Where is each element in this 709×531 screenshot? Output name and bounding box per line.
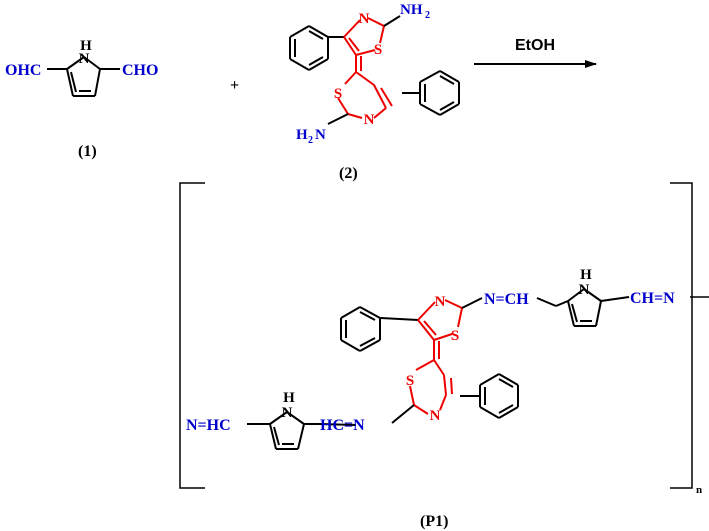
product-right-pyrrole-h: H [580, 267, 592, 283]
reactant-2-nh2-top-main: NH [400, 2, 423, 18]
arrow-reagent-label: EtOH [515, 37, 555, 54]
reactant-2-s-top: S [374, 42, 382, 58]
reactant-2-nh2-top-sub: 2 [425, 10, 430, 21]
product-s-upper-thiazole: S [451, 328, 459, 344]
product-n-upper-thiazole: N [435, 294, 446, 310]
reactant-1-label: (1) [78, 143, 97, 160]
product-s-lower-thiazole: S [406, 373, 414, 389]
product-label: (P1) [420, 513, 448, 530]
reactant-1-nh-h: H [80, 38, 92, 54]
reactant-1-pyrrole-dialdehyde [47, 56, 120, 97]
product-right-pyrrole-n: N [579, 282, 590, 298]
product-imine-mid: HC=N [320, 417, 365, 434]
reactant-2-nh2-bot-sub: 2 [308, 135, 313, 146]
reactant-1-right-aldehyde: CHO [122, 62, 158, 79]
reactant-2-nh2-bot-n: N [315, 127, 326, 143]
product-n-lower-thiazole: N [430, 408, 441, 424]
reactant-2-s-bot: S [334, 86, 342, 102]
reactant-2-n-top: N [359, 11, 370, 27]
product-imine-left: N=HC [186, 417, 231, 434]
product-imine-right: CH=N [630, 290, 675, 307]
reactant-2-n-bot: N [364, 112, 375, 128]
product-left-pyrrole-n: N [282, 405, 293, 421]
plus-sign: + [230, 77, 239, 94]
repeat-subscript: n [696, 484, 702, 496]
reactant-1-left-aldehyde: OHC [5, 62, 41, 79]
reactant-2-label: (2) [339, 165, 358, 182]
product-structure [247, 288, 630, 450]
product-imine-top: N=CH [484, 291, 529, 308]
reactant-2-bithiazole [289, 15, 460, 125]
reactant-1-nh-n: N [79, 51, 90, 67]
polymer-brackets [179, 182, 693, 489]
reactant-2-nh2-bot-h: H [296, 127, 308, 143]
product-left-pyrrole-h: H [283, 390, 295, 406]
